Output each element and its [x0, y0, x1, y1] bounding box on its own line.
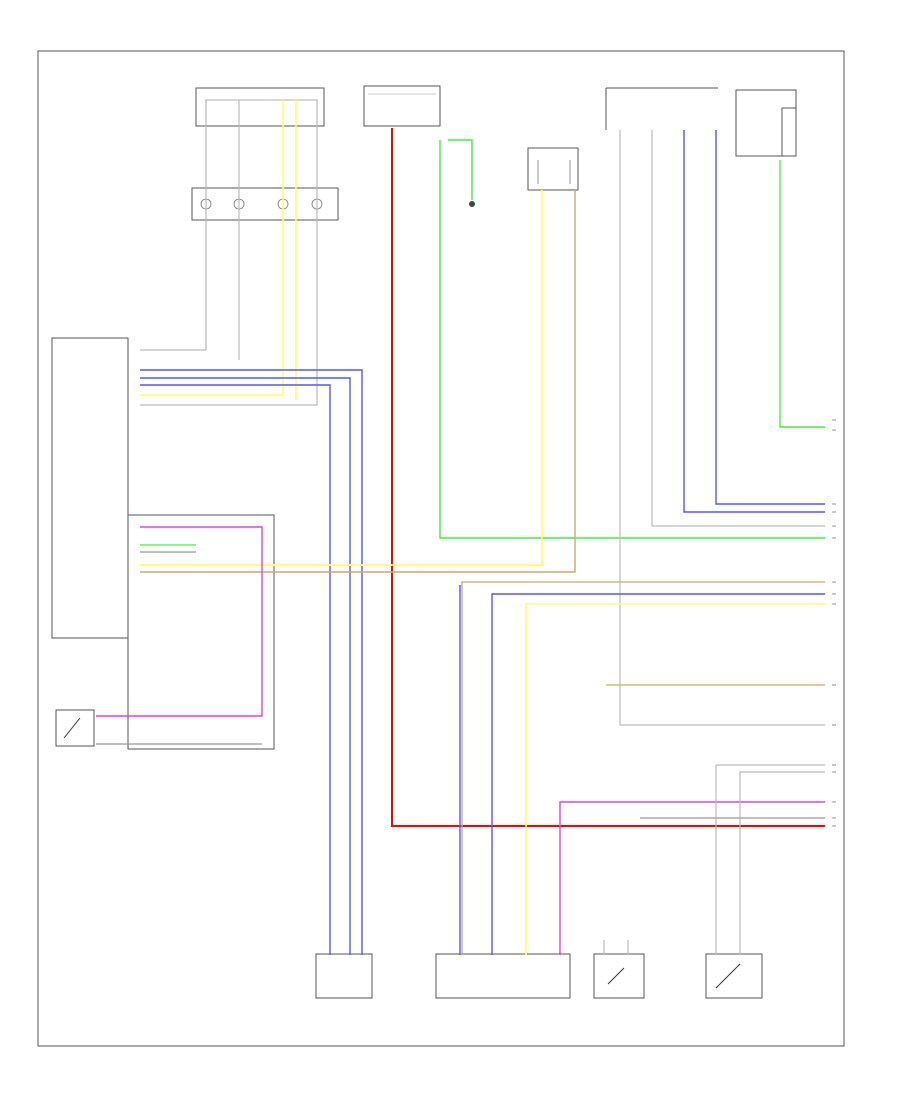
wire-pink-1 — [96, 526, 263, 717]
splice-row — [191, 187, 339, 221]
passenger-switch — [55, 709, 95, 747]
sensor-module-center — [435, 953, 571, 999]
wire-gray-3 — [140, 100, 318, 406]
main-control-unit — [51, 337, 275, 750]
wire-yellow-1 — [140, 100, 284, 396]
wire-tan-1 — [140, 190, 576, 573]
wire-blue-1 — [140, 369, 363, 955]
wire-blue-5 — [715, 130, 825, 505]
buckle-switch-left — [315, 953, 373, 999]
wire-yellow-3 — [140, 190, 543, 566]
ground-point — [469, 201, 475, 207]
wire-gray-5 — [619, 130, 825, 726]
wire-blue-2 — [140, 377, 351, 955]
wire-gray-4 — [651, 130, 825, 527]
seat-sensor-right — [705, 953, 763, 999]
wire-gray-1 — [140, 100, 207, 351]
relay-box — [527, 147, 579, 191]
top-left-junction — [195, 87, 325, 127]
wire-tan-2 — [461, 581, 825, 955]
control-module-connector — [605, 87, 718, 130]
wires — [96, 100, 825, 955]
wire-red — [391, 128, 825, 827]
wire-green-1 — [439, 140, 825, 539]
wire-blue-4 — [683, 130, 825, 513]
wire-blue-7 — [491, 593, 825, 955]
wire-green-3 — [779, 160, 825, 428]
wire-blue-3 — [140, 384, 331, 955]
wire-yellow-4 — [525, 603, 825, 955]
wire-gray-7 — [739, 771, 825, 955]
wire-green-2 — [448, 139, 473, 200]
wire-pink-2 — [559, 801, 825, 955]
power-fuse-box — [363, 85, 441, 127]
diagram-frame — [37, 50, 845, 1047]
wire-gray-6 — [715, 764, 825, 955]
seat-sensor-left — [593, 953, 645, 999]
right-terminals — [832, 419, 836, 827]
multi-connector-top-right — [735, 89, 797, 157]
